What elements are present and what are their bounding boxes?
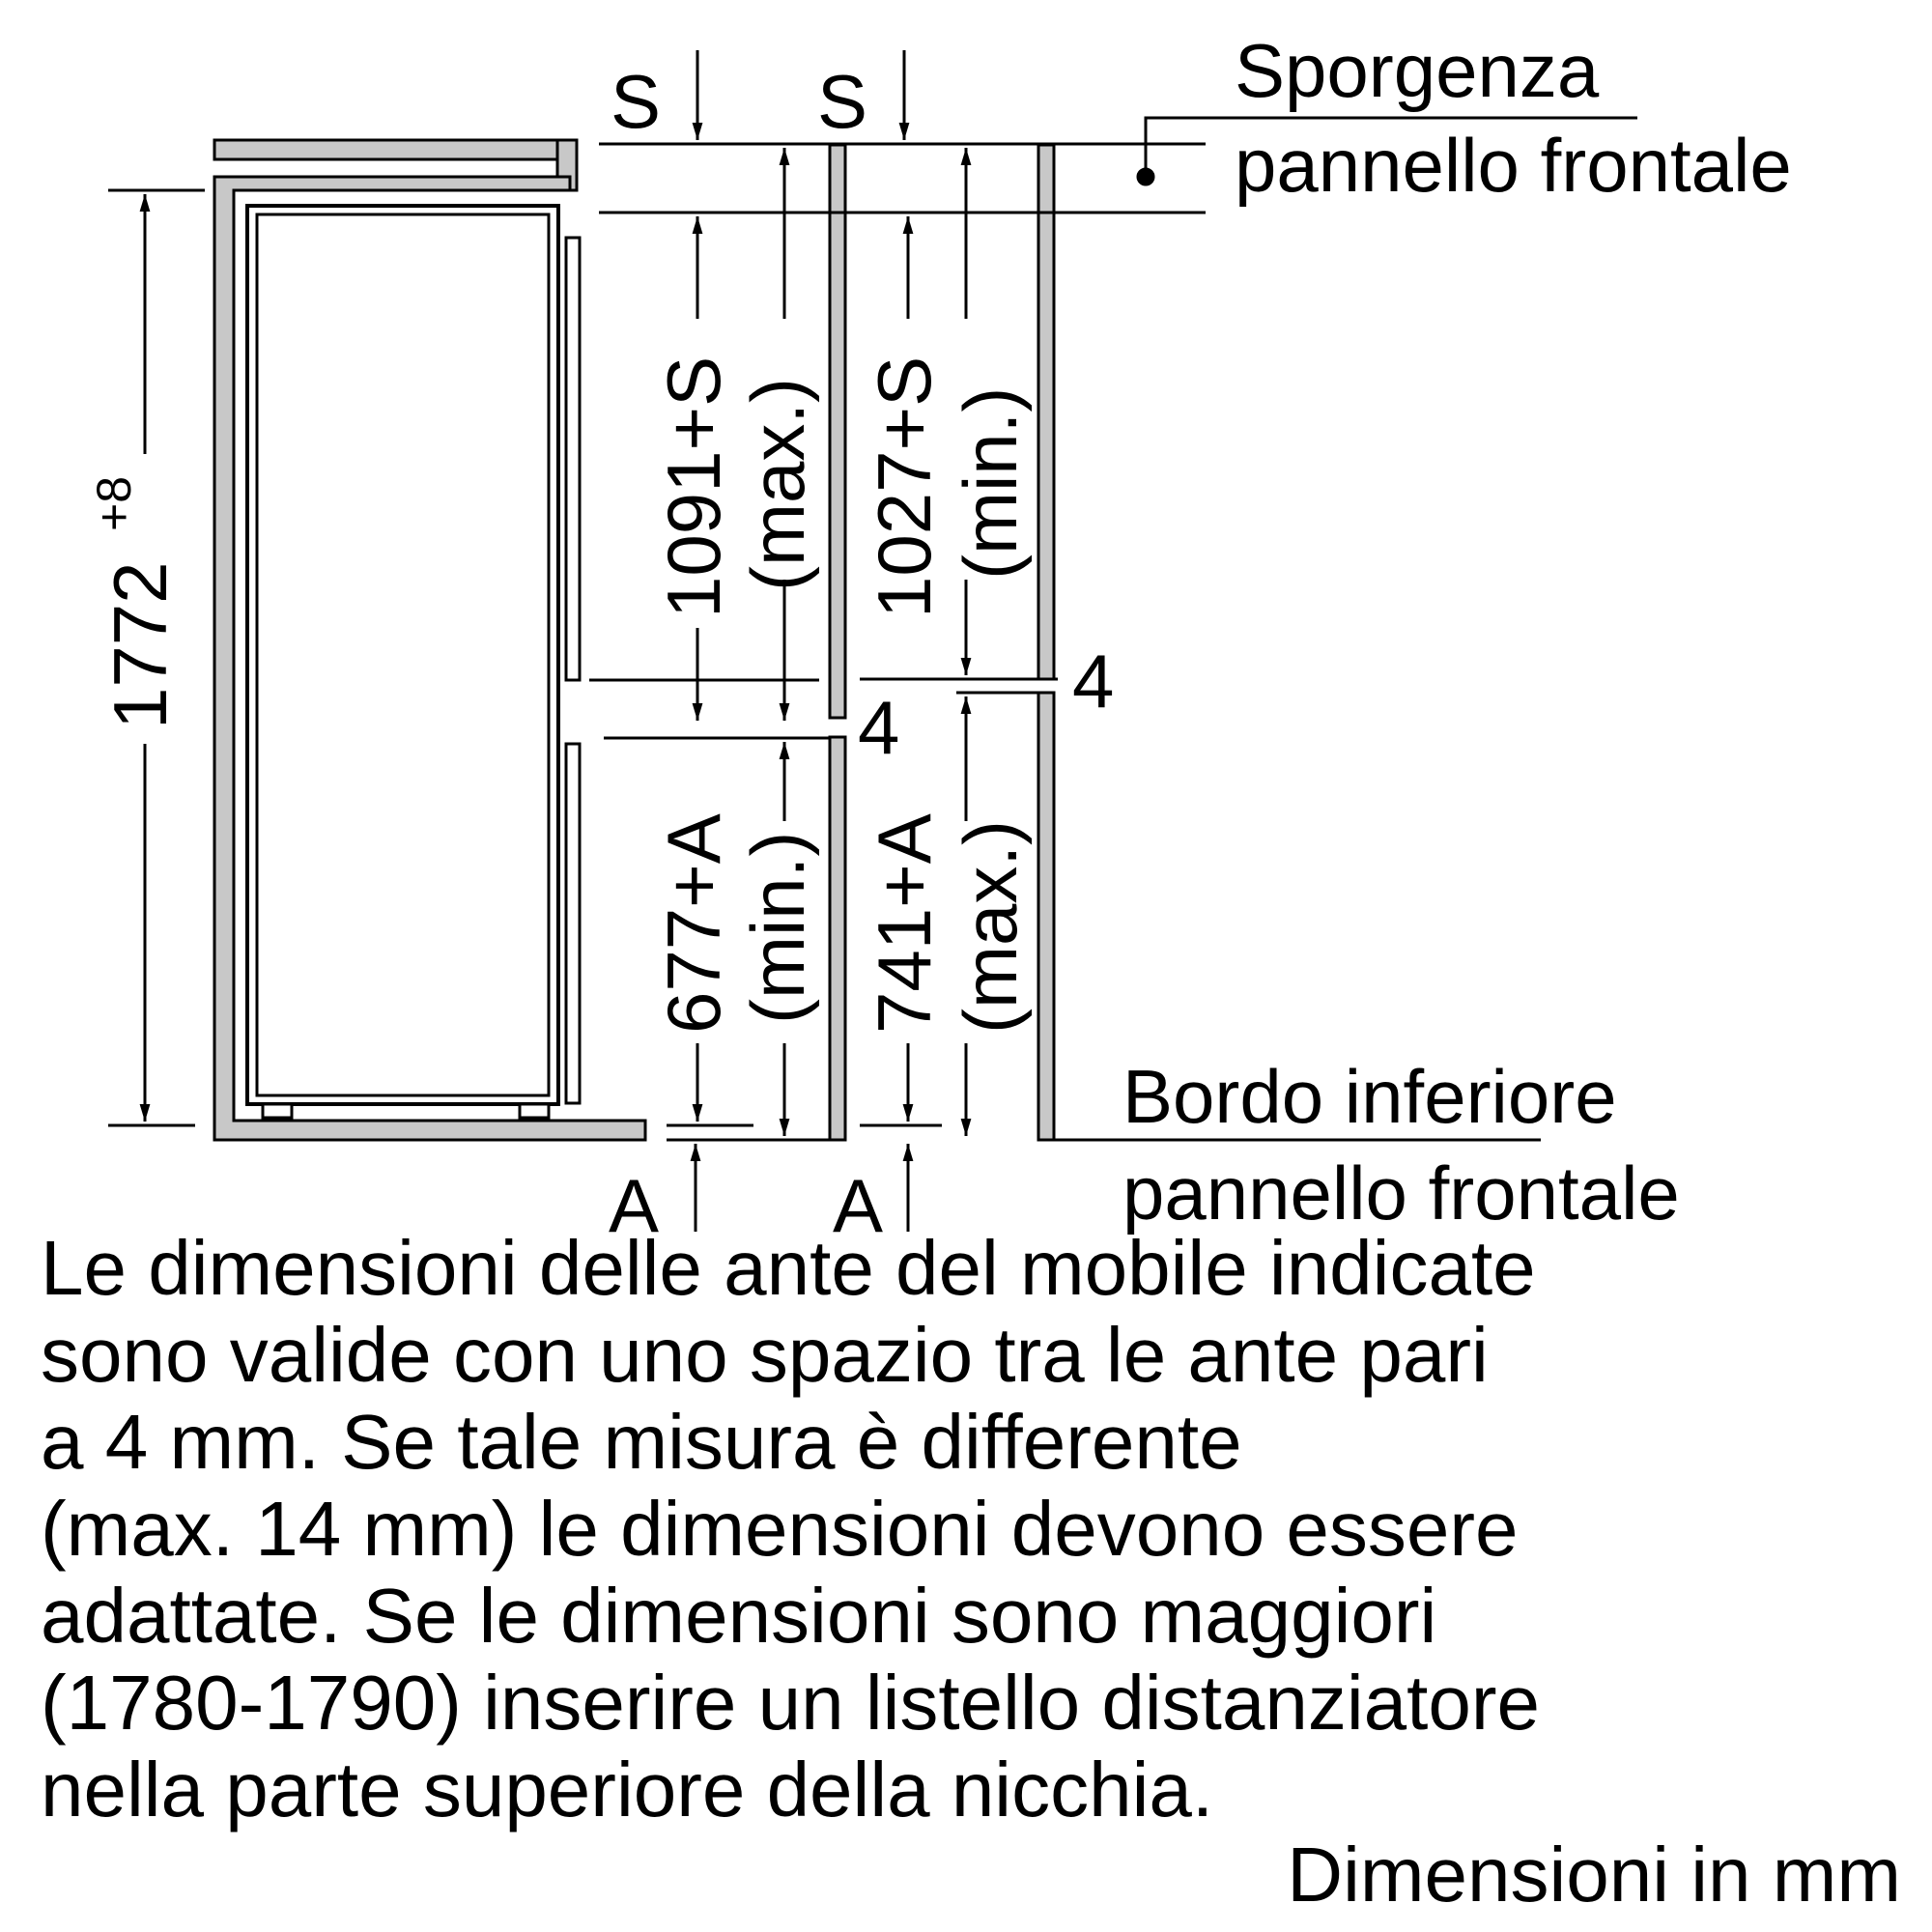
niche-height-label: 1772 [98,561,183,729]
installation-note: Le dimensioni delle ante del mobile indi… [41,1225,1876,1833]
niche-top-panel [213,138,579,161]
upper-min-qualifier: (min.) [948,387,1033,580]
note-line: (max. 14 mm) le dimensioni devono essere [41,1486,1519,1572]
appliance-foot-left [261,1102,294,1120]
lower-panel-left [828,735,847,1142]
appliance-foot-right [518,1102,551,1120]
overhang-leader-dot [1136,167,1155,186]
lower-door-hinge-strip [564,742,582,1105]
gap-right-label: 4 [1072,639,1114,724]
niche-height-tolerance: +8 [87,476,141,531]
note-line: Le dimensioni delle ante del mobile indi… [41,1225,1536,1311]
units-caption: Dimensioni in mm [1287,1832,1901,1918]
upper-max-qualifier: (max.) [735,378,820,591]
note-line: sono valide con uno spazio tra le ante p… [41,1312,1489,1398]
niche-carcass [213,138,647,1142]
appliance-body [245,204,582,1120]
note-line: nella parte superiore della nicchia. [41,1747,1214,1833]
s-left-label: S [611,59,661,144]
a-right-label: A [833,1163,883,1248]
overhang-label-line2: pannello frontale [1235,123,1792,208]
lower-max-value: 741+A [862,813,947,1034]
overhang-label-line1: Sporgenza [1235,28,1600,113]
reference-lines [108,116,1637,1142]
niche-side-wall [213,175,647,1142]
upper-door-hinge-strip [564,236,582,682]
lower-panel-right [1037,691,1056,1142]
upper-panel-right [1037,143,1056,681]
note-line: adattate. Se le dimensioni sono maggiori [41,1573,1437,1659]
dimension-arrows [139,50,972,1232]
a-left-label: A [609,1163,659,1248]
lower-min-qualifier: (min.) [735,832,820,1024]
note-line: a 4 mm. Se tale misura è differente [41,1399,1242,1485]
diagram-labels: S S A A Sporgenza pannello frontale Bord… [87,28,1792,1248]
s-right-label: S [817,59,867,144]
lower-min-value: 677+A [651,813,736,1034]
note-line: (1780-1790) inserire un listello distanz… [41,1660,1540,1746]
gap-left-label: 4 [858,685,899,770]
appliance-inner [255,213,551,1097]
upper-max-value: 1091+S [651,356,736,618]
upper-min-value: 1027+S [862,356,947,618]
lower-max-qualifier: (max.) [948,820,1033,1034]
bottom-edge-label-line1: Bordo inferiore [1122,1054,1617,1139]
bottom-edge-label-line2: pannello frontale [1122,1151,1680,1236]
overhang-leader [1144,116,1637,177]
upper-panel-left [828,143,847,720]
